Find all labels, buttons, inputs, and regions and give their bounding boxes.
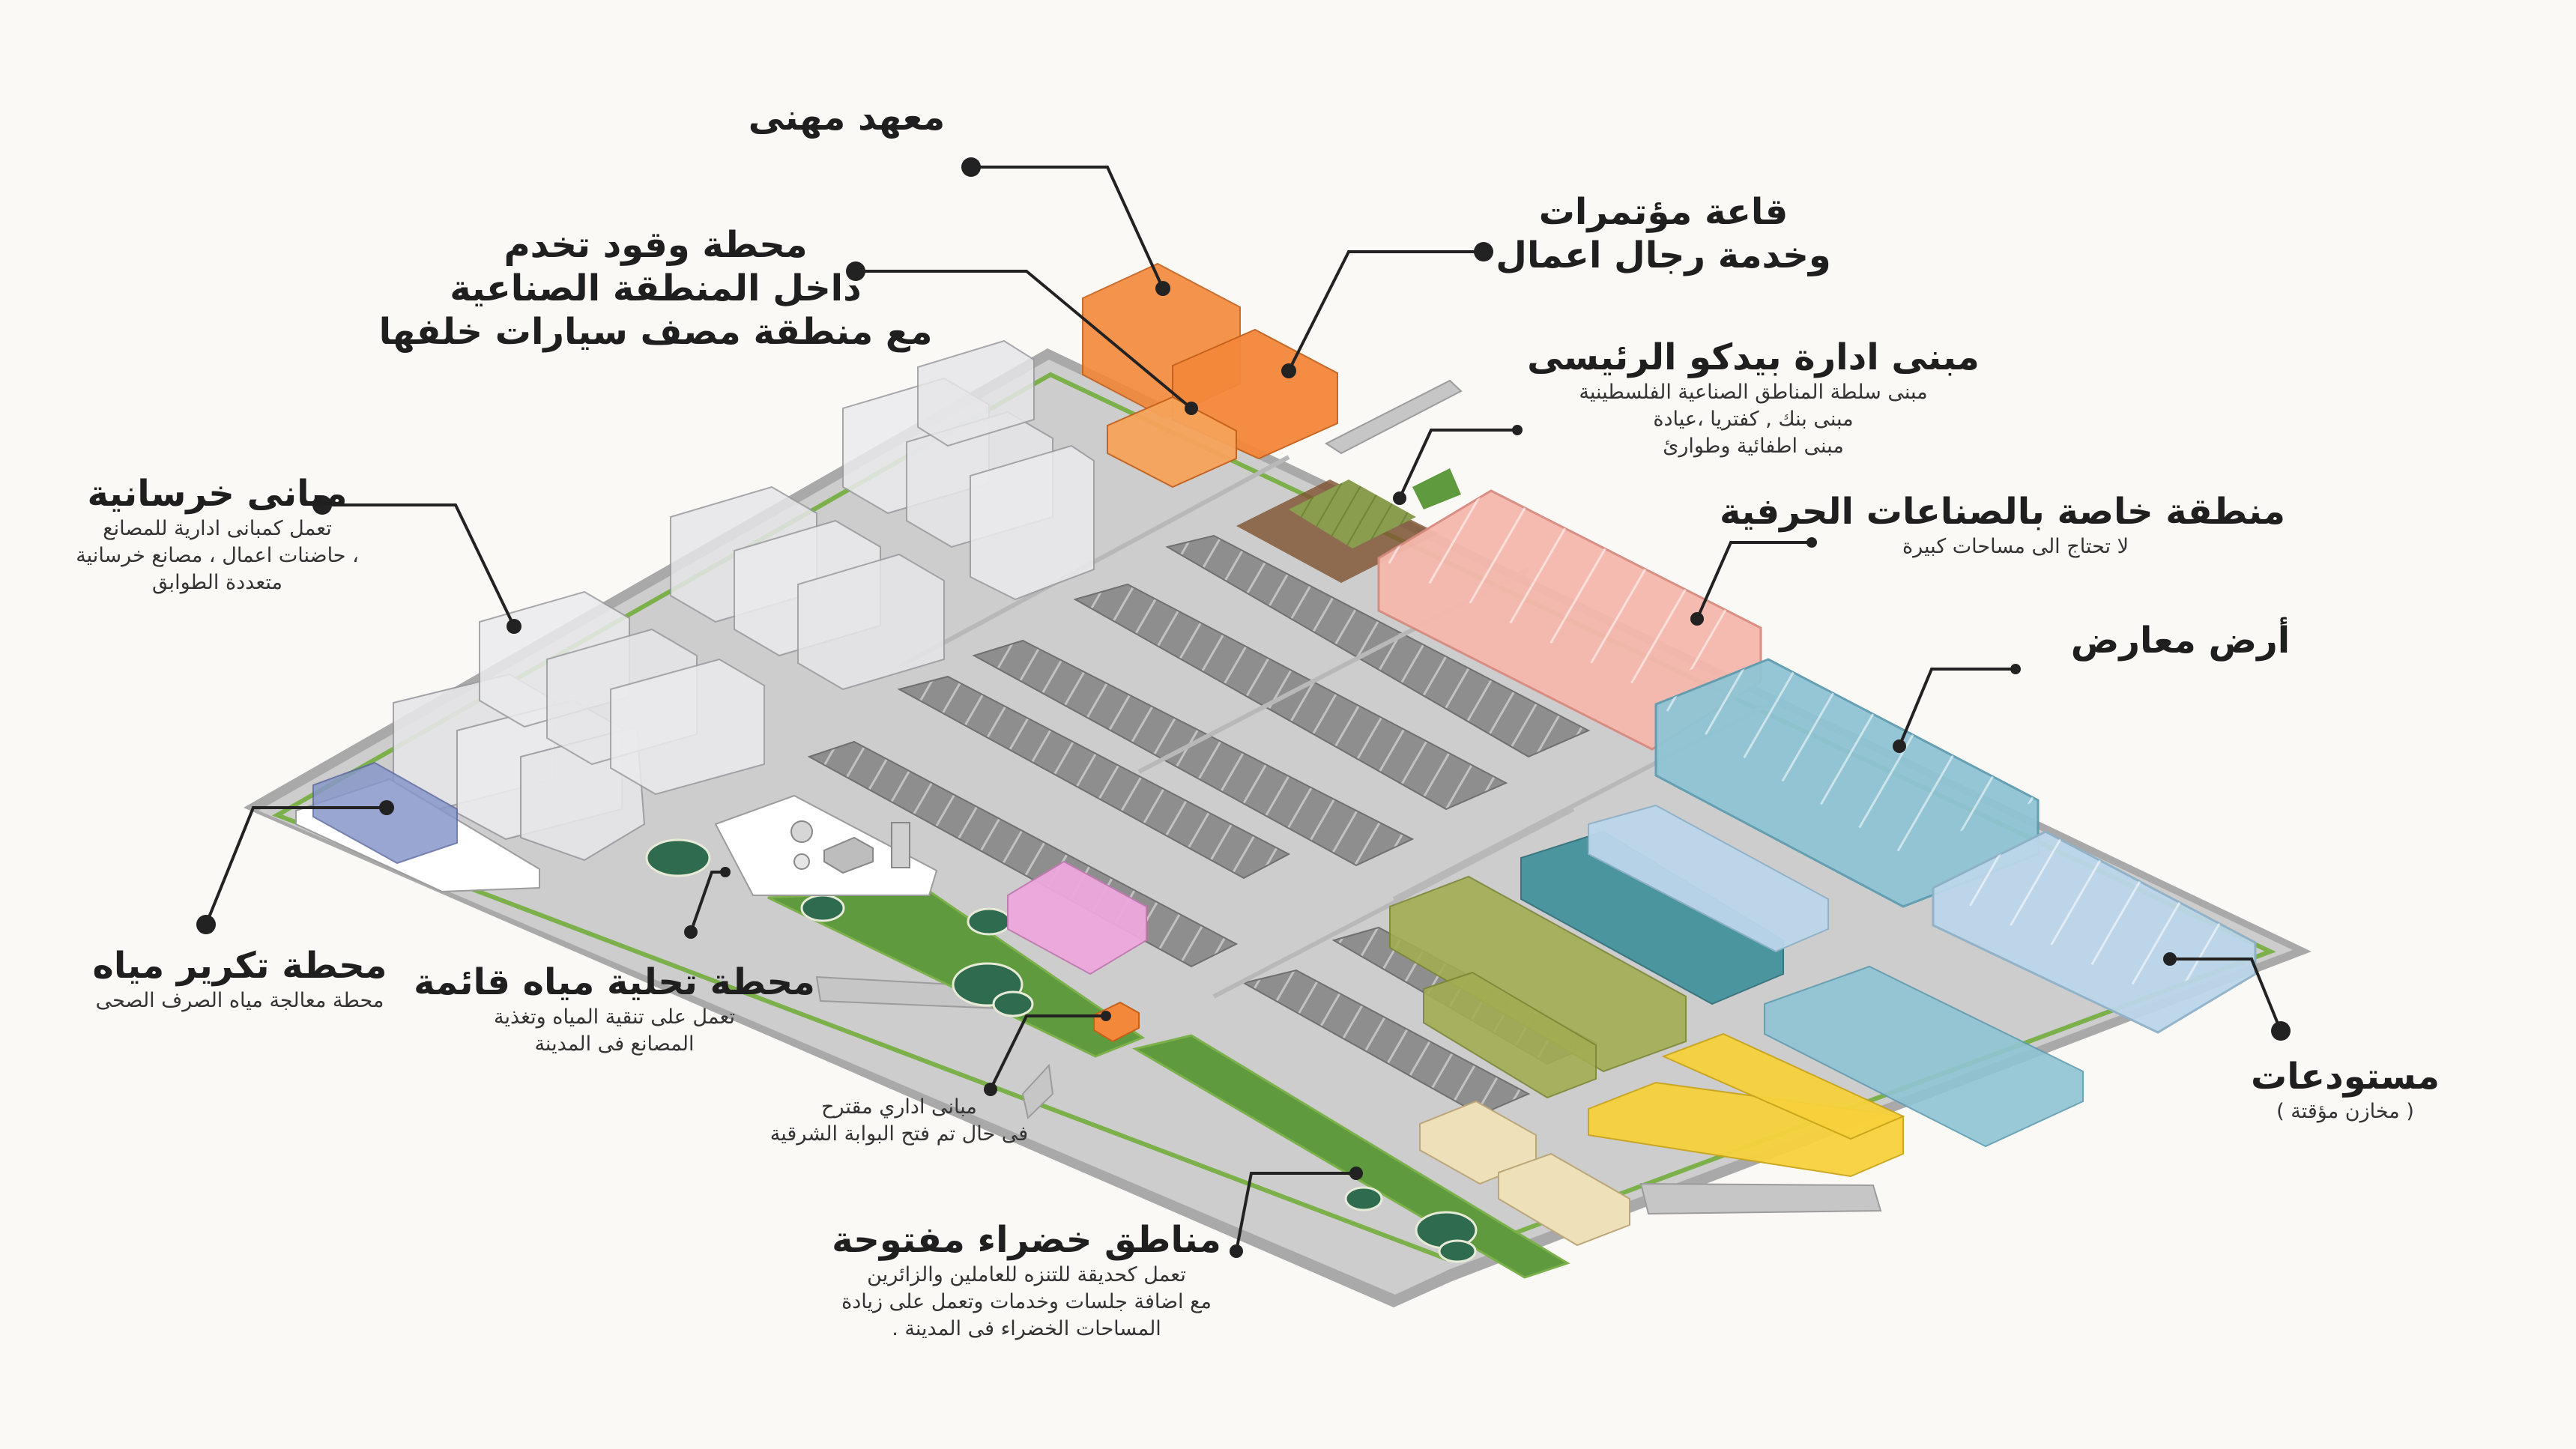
concrete-buildings-desc-1: تعمل كمبانى ادارية للمصانع (103, 517, 332, 540)
proposed-admin-desc-2: فى حال تم فتح البوابة الشرقية (770, 1122, 1029, 1146)
crafts-zone-desc: لا تحتاج الى مساحات كبيرة (1902, 535, 2129, 558)
desalination-title: محطة تحلية مياه قائمة (414, 961, 815, 1003)
orange-buildings (1082, 262, 1338, 488)
water-recycling-title: محطة تكرير مياه (92, 945, 387, 987)
magenta-units (1007, 860, 1147, 975)
label-vocational-institute: معهد مهنى (697, 96, 997, 139)
fuel-station-title-1: محطة وقود تخدم (504, 224, 808, 266)
label-exhibition-ground: أرض معارض (2023, 619, 2338, 662)
concrete-buildings-desc-3: متعددة الطوابق (152, 571, 282, 594)
label-desalination: محطة تحلية مياه قائمة تعمل على تنقية الم… (405, 961, 824, 1058)
conference-hall-title-2: وخدمة رجال اعمال (1496, 235, 1831, 276)
fuel-station-title-2: داخل المنطقة الصناعية (450, 267, 862, 309)
leader-lines (205, 166, 2282, 1252)
green-areas-desc-1: تعمل كحديقة للتنزه للعاملين والزائرين (867, 1263, 1186, 1286)
label-green-areas: مناطق خضراء مفتوحة تعمل كحديقة للتنزه لل… (794, 1218, 1259, 1343)
label-crafts-zone: منطقة خاصة بالصناعات الحرفية لا تحتاج ال… (1719, 490, 2285, 560)
water-recycling-desc: محطة معالجة مياه الصرف الصحى (95, 989, 384, 1012)
concrete-buildings-desc-2: ، حاضنات اعمال ، مصانع خرسانية (76, 544, 359, 567)
green-areas-title: مناطق خضراء مفتوحة (832, 1219, 1221, 1261)
concrete-buildings-title: مبانى خرسانية (87, 473, 348, 515)
proposed-admin-desc-1: مبانى اداري مقترح (821, 1095, 977, 1119)
conference-hall-title-1: قاعة مؤتمرات (1538, 191, 1789, 233)
crafts-zone-title: منطقة خاصة بالصناعات الحرفية (1719, 491, 2285, 533)
label-fuel-station: محطة وقود تخدم داخل المنطقة الصناعية مع … (375, 223, 937, 354)
concrete-buildings (393, 339, 1095, 862)
pidco-hq-desc-3: مبنى اطفائية وطوارئ (1663, 435, 1844, 458)
yellow-units (1588, 1032, 1905, 1178)
label-proposed-admin: مبانى اداري مقترح فى حال تم فتح البوابة … (719, 1094, 1079, 1148)
label-water-recycling: محطة تكرير مياه محطة معالجة مياه الصرف ا… (45, 944, 435, 1014)
green-areas-desc-2: مع اضافة جلسات وخدمات وتعمل على زيادة (841, 1290, 1212, 1313)
vocational-institute-title: معهد مهنى (748, 97, 946, 139)
pidco-hq-desc-2: مبنى بنك , كفتريا ،عيادة (1653, 408, 1854, 431)
warehouses-title: مستودعات (2251, 1056, 2440, 1098)
leader-dots (196, 157, 2291, 1258)
desalination-desc-1: تعمل على تنقية المياه وتغذية (493, 1005, 736, 1029)
access-roads (815, 379, 1882, 1215)
label-concrete-buildings: مبانى خرسانية تعمل كمبانى ادارية للمصانع… (30, 472, 405, 596)
trees (645, 838, 1478, 1263)
green-areas-desc-3: المساحات الخضراء فى المدينة . (892, 1317, 1161, 1340)
exhibition-ground-title: أرض معارض (2070, 620, 2291, 662)
label-warehouses: مستودعات ( مخازن مؤقتة ) (2195, 1055, 2495, 1125)
label-pidco-hq: مبنى ادارة بيدكو الرئيسى مبنى سلطة المنا… (1521, 336, 1986, 460)
warehouses-desc: ( مخازن مؤقتة ) (2276, 1100, 2414, 1123)
desalination-desc-2: المصانع فى المدينة (534, 1032, 695, 1056)
beige-units (1419, 1100, 1630, 1247)
pidco-hq-title: مبنى ادارة بيدكو الرئيسى (1527, 336, 1980, 378)
desalination-plant (714, 794, 938, 896)
light-blue-units (1588, 804, 1829, 953)
pidco-hq-desc-1: مبنى سلطة المناطق الصناعية الفلسطينية (1579, 381, 1928, 404)
label-conference-hall: قاعة مؤتمرات وخدمة رجال اعمال (1469, 190, 1858, 277)
fuel-station-title-3: مع منطقة مصف سيارات خلفها (378, 311, 933, 353)
industrial-plots (807, 534, 1598, 1116)
olive-units (1389, 875, 1687, 1099)
